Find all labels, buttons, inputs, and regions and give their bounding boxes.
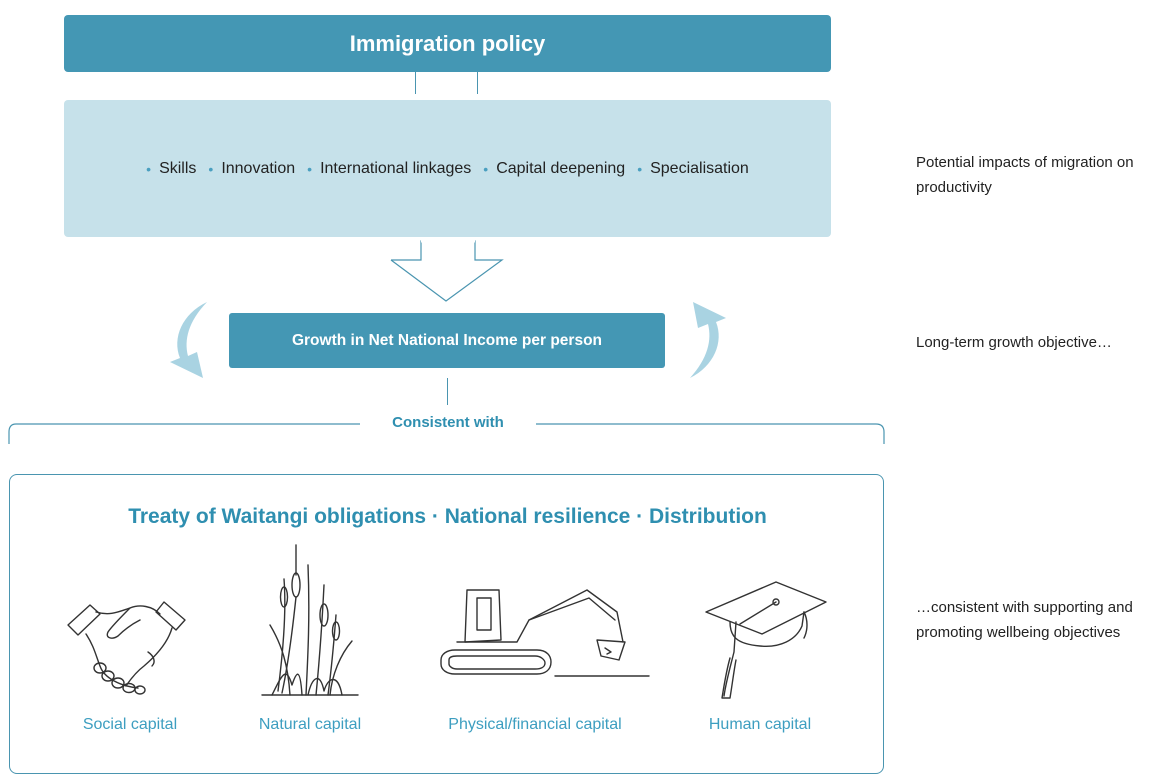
bullet-icon: • (307, 160, 313, 177)
human-capital-label: Human capital (708, 716, 812, 733)
bullet-icon: • (146, 160, 152, 177)
productivity-impacts-panel: • Skills • Innovation • International linka… (64, 100, 831, 237)
growth-objective-box: Growth in Net National Income per person (229, 313, 665, 368)
cycle-arrow-right-icon (690, 302, 726, 378)
impact-item-label: International linkages (320, 159, 472, 177)
impacts-list: • Skills • Innovation • International linka… (140, 160, 755, 178)
side-note-growth: Long-term growth objective… (916, 334, 1112, 351)
handshake-icon (67, 601, 186, 695)
impact-item-label: Capital deepening (496, 159, 626, 177)
consistent-with-label: Consistent with (360, 412, 536, 434)
impact-item: • Innovation (208, 160, 295, 178)
impact-item-label: Skills (159, 159, 197, 177)
immigration-policy-title: Immigration policy (349, 30, 546, 56)
cycle-arrow-left-icon (170, 302, 207, 378)
immigration-policy-banner: Immigration policy (64, 15, 831, 72)
impact-item: • International linkages (307, 160, 471, 178)
bullet-icon: • (637, 160, 643, 177)
impact-item-label: Specialisation (650, 159, 749, 177)
down-arrow-icon (390, 239, 504, 302)
side-note-wellbeing: …consistent with supporting and promotin… (916, 599, 1133, 641)
connector-line-center (447, 378, 448, 405)
side-note-productivity: Potential impacts of migration on produc… (916, 154, 1134, 196)
impact-item-label: Innovation (221, 159, 296, 177)
connector-line-left (415, 72, 416, 94)
bullet-icon: • (483, 160, 489, 177)
wellbeing-heading: Treaty of Waitangi obligations · Nationa… (128, 505, 767, 528)
connector-line-right (477, 72, 478, 94)
impact-item: • Specialisation (637, 160, 749, 178)
natural-capital-label: Natural capital (258, 716, 362, 733)
growth-objective-label: Growth in Net National Income per person (291, 331, 603, 349)
bullet-icon: • (208, 160, 214, 177)
social-capital-label: Social capital (82, 716, 178, 733)
impact-item: • Skills (146, 160, 196, 178)
physical-financial-capital-label: Physical/financial capital (448, 716, 622, 733)
impact-item: • Capital deepening (483, 160, 625, 178)
excavator-icon (440, 589, 650, 677)
graduation-cap-icon (705, 581, 827, 699)
reeds-icon (261, 544, 359, 696)
